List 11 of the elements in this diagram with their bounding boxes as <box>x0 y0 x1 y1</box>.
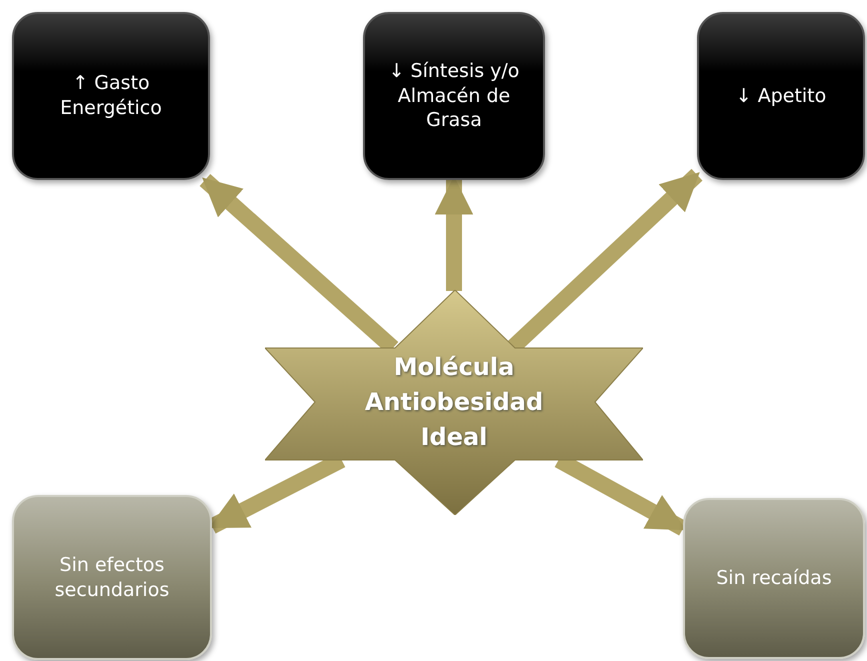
rounded-box <box>363 12 545 180</box>
rounded-box <box>697 12 865 180</box>
box-label: ↓ Apetito <box>736 84 826 108</box>
rounded-box <box>12 12 210 180</box>
rounded-box <box>683 498 865 659</box>
box-label: ↓ Síntesis y/o Almacén de Grasa <box>388 58 520 134</box>
box-label: Sin recaídas <box>716 566 832 591</box>
star-label: Molécula Antiobesidad Ideal <box>364 352 544 453</box>
rounded-box <box>12 495 212 660</box>
box-label: Sin efectos secundarios <box>54 552 170 602</box>
box-label: ↑ Gasto Energético <box>59 71 163 121</box>
